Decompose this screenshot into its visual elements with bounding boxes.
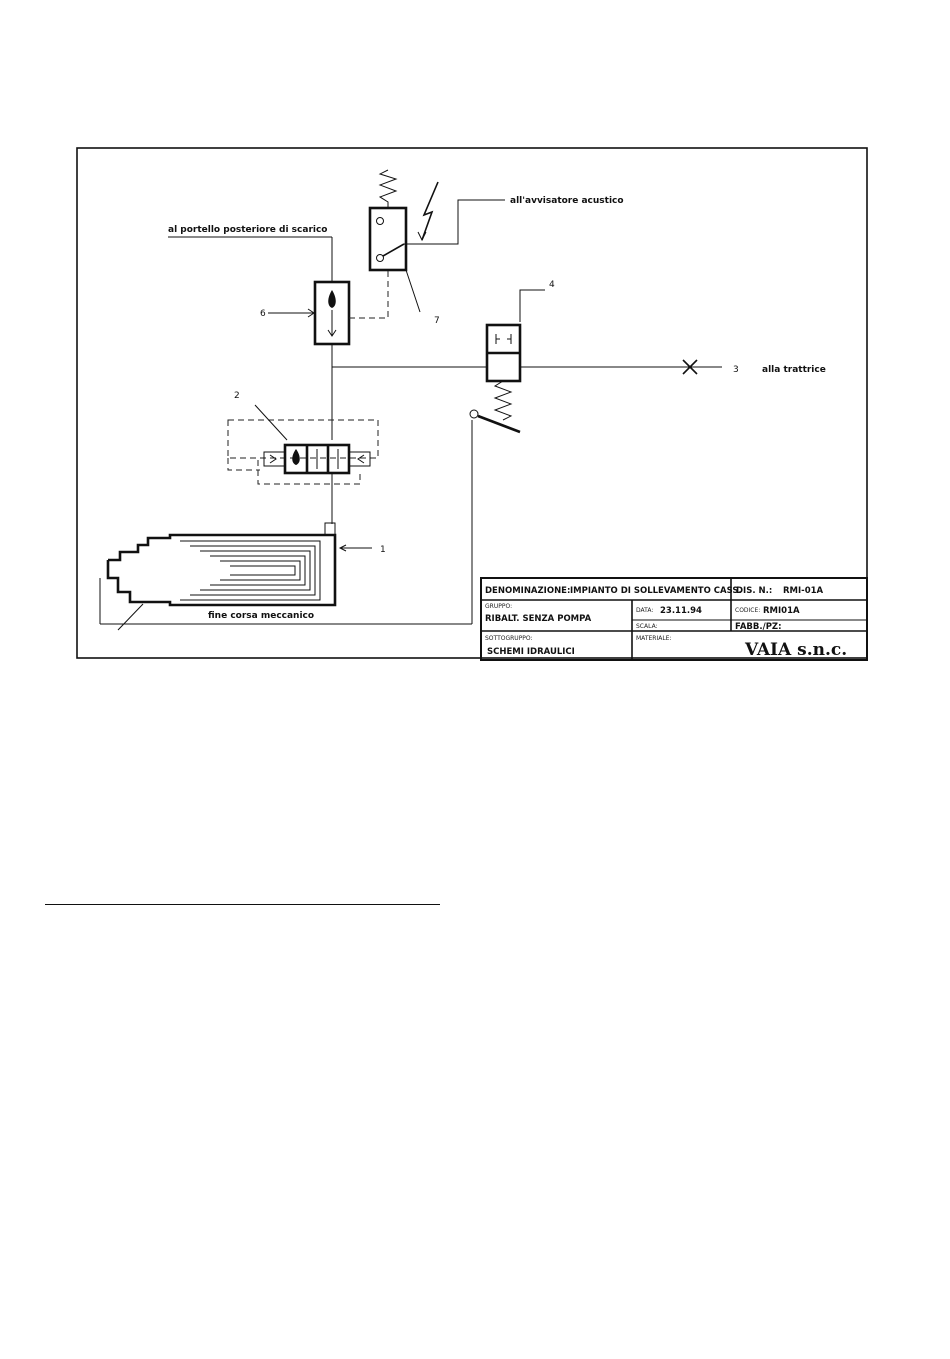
callout-7: 7 [434,316,440,326]
manual-valve-4 [470,290,545,624]
label-avvisatore: all'avvisatore acustico [510,196,624,206]
tb-dis-label: DIS. N.: [736,586,772,596]
label-portello: al portello posteriore di scarico [168,225,328,235]
tb-company: VAIA s.n.c. [744,640,847,660]
tb-data-label: DATA: [636,607,653,614]
tb-gruppo-value: RIBALT. SENZA POMPA [485,614,592,624]
tb-data-value: 23.11.94 [660,606,702,616]
callout-4: 4 [549,280,555,290]
tb-denominazione-value: IMPIANTO DI SOLLEVAMENTO CASS. [570,586,742,596]
callout-2: 2 [234,391,240,401]
callout-6: 6 [260,309,266,319]
callout-1: 1 [380,545,386,555]
tb-codice-value: RMI01A [763,606,800,616]
tb-denominazione-label: DENOMINAZIONE: [485,586,570,596]
tb-sottogruppo-value: SCHEMI IDRAULICI [487,647,575,657]
distributor-valve-2 [228,405,378,524]
title-block: DENOMINAZIONE: IMPIANTO DI SOLLEVAMENTO … [481,578,867,660]
tb-sottogruppo-label: SOTTOGRUPPO: [485,635,533,642]
tb-fabb-label: FABB./PZ: [735,622,782,632]
tb-dis-value: RMI-01A [783,586,824,596]
pressure-switch-7 [370,170,505,312]
tb-materiale-label: MATERIALE: [636,635,671,642]
separator-line [45,904,440,905]
callout-3: 3 [733,365,739,375]
tb-codice-label: CODICE: [735,607,760,614]
tb-gruppo-label: GRUPPO: [485,603,512,610]
label-fine-corsa: fine corsa meccanico [208,611,314,621]
check-valve-6 [168,237,388,440]
label-trattrice: alla trattrice [762,365,826,375]
tb-scala-label: SCALA: [636,623,658,630]
supply-line [332,360,722,374]
